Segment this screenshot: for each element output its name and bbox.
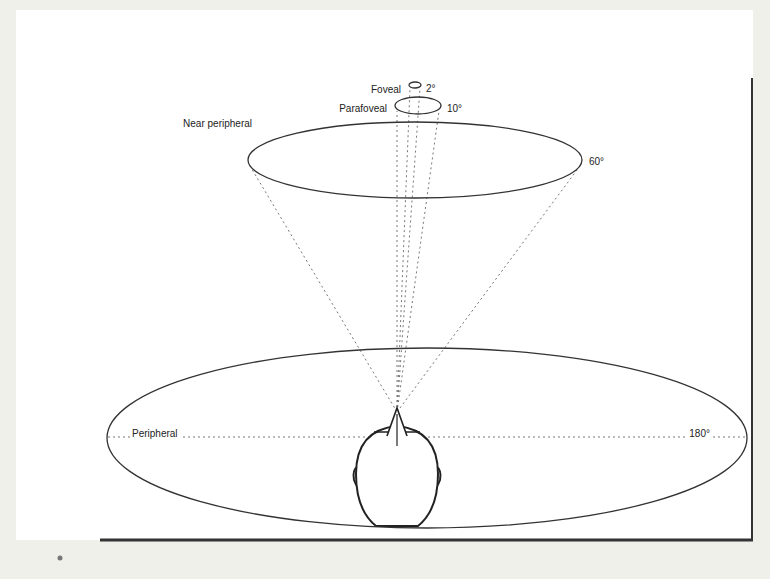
zone-name: Peripheral bbox=[130, 428, 180, 440]
angle-value: 10° bbox=[445, 103, 464, 115]
zone-outline bbox=[248, 122, 582, 198]
label-anchor: Peripheral bbox=[130, 423, 180, 441]
parafoveal-zone: Parafoveal10° bbox=[395, 97, 441, 114]
zone-ellipse bbox=[248, 122, 582, 198]
corner-dot bbox=[58, 556, 63, 561]
label-anchor: Parafoveal bbox=[337, 98, 389, 116]
zone-outline bbox=[409, 82, 421, 88]
label-anchor: Near peripheral bbox=[181, 113, 254, 131]
sight-lines bbox=[108, 88, 746, 437]
page-panel bbox=[16, 10, 753, 540]
sight-line bbox=[397, 88, 420, 412]
frame-edge bbox=[100, 539, 753, 542]
frame-edge bbox=[751, 78, 753, 541]
peripheral-zone: Peripheral 180° bbox=[107, 348, 747, 528]
zone-ellipse bbox=[409, 82, 421, 88]
sight-line bbox=[397, 166, 580, 412]
zone-name: Foveal bbox=[369, 84, 403, 96]
horizon-line bbox=[108, 437, 746, 438]
angle-value: 180° bbox=[687, 428, 712, 440]
zone-ellipse bbox=[395, 97, 441, 114]
angle-value: 2° bbox=[424, 83, 438, 95]
nose-ridge bbox=[396, 414, 397, 446]
zone-ellipse bbox=[107, 348, 747, 528]
zone-name: Near peripheral bbox=[181, 118, 254, 130]
head-figure bbox=[354, 408, 441, 526]
sight-line bbox=[250, 166, 397, 412]
zone-outline bbox=[395, 97, 441, 114]
zone-name: Parafoveal bbox=[337, 103, 389, 115]
zone-outline bbox=[107, 348, 747, 528]
sight-line bbox=[397, 111, 398, 412]
sight-line bbox=[397, 88, 410, 412]
label-anchor: Foveal bbox=[369, 79, 403, 97]
angle-value: 60° bbox=[587, 156, 606, 168]
label-anchor: 10° bbox=[445, 98, 464, 116]
near-peripheral-zone: Near peripheral60° bbox=[248, 122, 582, 198]
label-anchor: 180° bbox=[687, 423, 712, 441]
label-anchor: 60° bbox=[587, 151, 606, 169]
label-anchor: 2° bbox=[424, 78, 438, 96]
foveal-zone: Foveal2° bbox=[409, 82, 421, 88]
